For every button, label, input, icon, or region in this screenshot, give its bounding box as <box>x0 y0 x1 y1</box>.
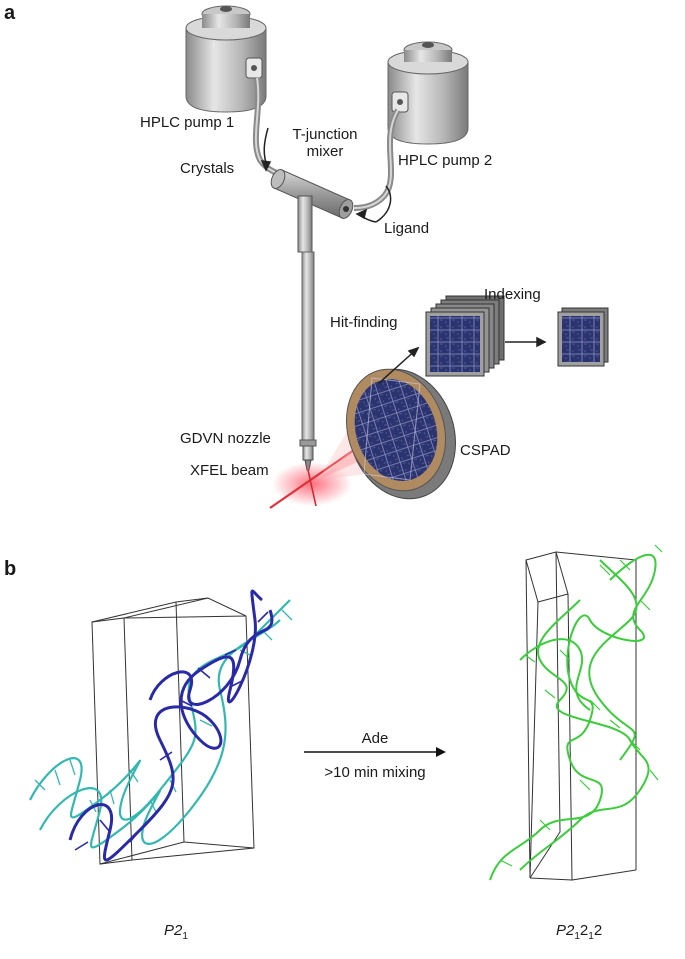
arrow-ligand <box>375 185 392 223</box>
hitfinding-stack <box>425 295 505 377</box>
unit-cell-p21 <box>91 597 255 865</box>
rna-cyan-molecule <box>29 599 293 849</box>
label-t-junction: T-junction mixer <box>270 126 380 160</box>
rna-green-molecule <box>489 544 663 881</box>
label-gdvn-nozzle: GDVN nozzle <box>180 430 271 447</box>
label-t-junction-line2: mixer <box>306 143 344 160</box>
sg-right-sub1: 1 <box>574 931 580 942</box>
label-space-group-p21: P21 <box>164 922 188 945</box>
label-space-group-p21212: P21212 <box>556 922 602 945</box>
unit-cell-p21212 <box>525 551 637 881</box>
sg-right-base: P2 <box>556 922 575 939</box>
panel-b-letter: b <box>4 558 17 580</box>
mixing-arrow <box>304 747 446 757</box>
sg-right-mid: 2 <box>579 922 589 939</box>
label-indexing: Indexing <box>484 286 541 303</box>
label-ligand: Ligand <box>384 220 430 237</box>
label-xfel-beam: XFEL beam <box>190 462 269 479</box>
sg-right-end: 2 <box>593 922 603 939</box>
label-hit-finding: Hit-finding <box>330 314 398 331</box>
label-crystals: Crystals <box>180 160 235 177</box>
label-hplc-pump-2: HPLC pump 2 <box>398 152 493 169</box>
sg-left-sub: 1 <box>182 931 188 942</box>
hplc-pump-1 <box>185 5 267 113</box>
label-t-junction-line1: T-junction <box>292 126 358 143</box>
panel-a-letter: a <box>4 2 16 24</box>
label-mixing-time: >10 min mixing <box>324 764 426 781</box>
hplc-pump-2 <box>387 41 469 145</box>
rna-blue-molecule <box>68 589 274 862</box>
gdvn-nozzle <box>297 195 317 471</box>
label-cspad: CSPAD <box>460 442 511 459</box>
label-ade: Ade <box>361 730 389 747</box>
label-hplc-pump-1: HPLC pump 1 <box>140 114 235 131</box>
indexed-frame <box>557 307 609 367</box>
cspad-detector <box>345 368 456 500</box>
sg-right-sub2: 1 <box>588 931 594 942</box>
t-junction-mixer <box>270 169 354 219</box>
sg-left-base: P2 <box>164 922 183 939</box>
